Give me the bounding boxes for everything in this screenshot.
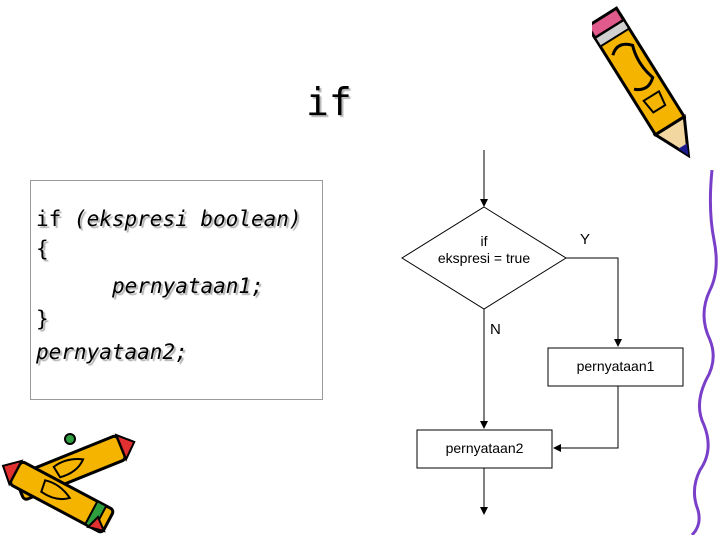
flow-arrow-merge [554, 386, 618, 448]
yes-label: Y [580, 231, 590, 248]
process-label-pernyataan1: pernyataan1 [548, 358, 683, 375]
pencil-icon [592, 0, 710, 175]
no-label: N [490, 321, 501, 338]
crayons-icon [0, 425, 145, 535]
squiggle-line [680, 170, 720, 535]
flow-arrow-yes [566, 258, 618, 346]
decision-label: if ekspresi = true [420, 233, 548, 267]
process-label-pernyataan2: pernyataan2 [417, 440, 552, 457]
